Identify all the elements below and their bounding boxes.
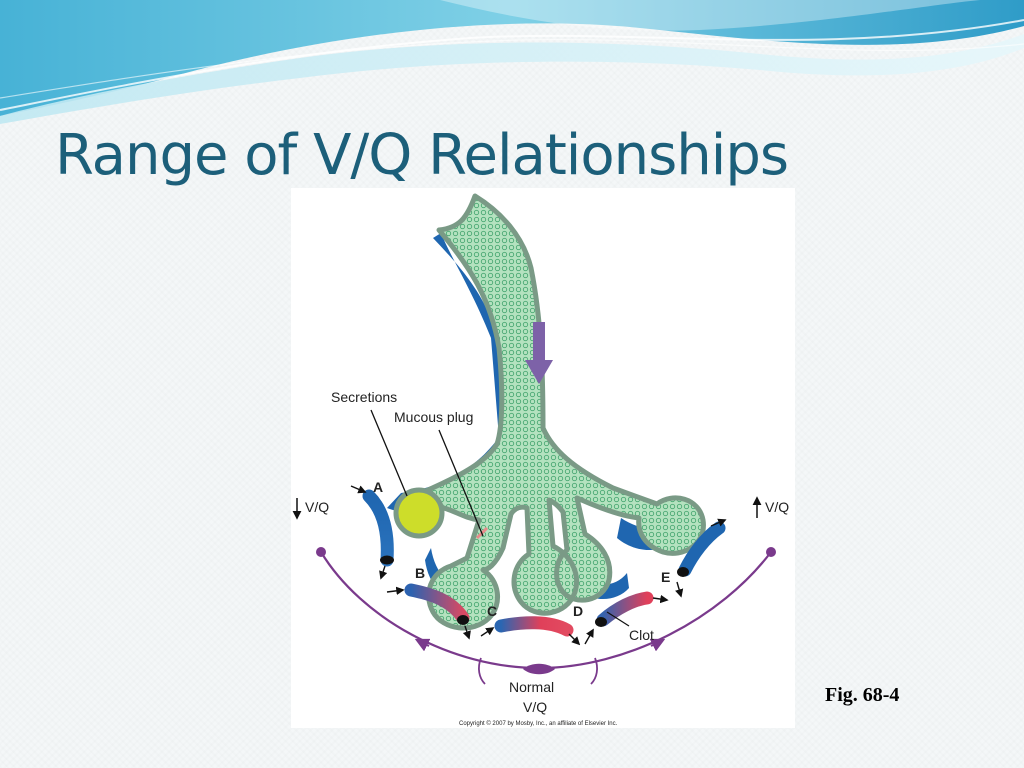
secretions-pointer <box>370 409 408 497</box>
copyright-notice: Copyright © 2007 by Mosby, Inc., an affi… <box>459 720 618 727</box>
vessel-b <box>404 583 470 625</box>
vessel-e <box>678 521 726 577</box>
wave-header-decoration <box>0 0 1024 124</box>
label-clot: Clot <box>629 627 654 643</box>
vq-spectrum-arc <box>316 547 776 685</box>
vq-diagram: Secretions Mucous plug A B C D E Clot V/… <box>292 193 789 727</box>
vessel-a-end <box>380 555 394 565</box>
label-vq-left: V/Q <box>305 499 329 515</box>
label-point-e: E <box>661 569 670 585</box>
label-mucous-plug: Mucous plug <box>394 409 473 425</box>
label-secretions: Secretions <box>331 389 397 405</box>
label-point-b: B <box>415 565 425 581</box>
label-vq-right: V/Q <box>765 499 789 515</box>
label-point-d: D <box>573 603 583 619</box>
clot-pointer <box>606 611 630 627</box>
slide-title: Range of V/Q Relationships <box>55 123 789 188</box>
vessel-d-end <box>595 617 607 627</box>
airflow-arrow <box>525 322 553 384</box>
vessel-c <box>494 616 574 637</box>
label-point-a: A <box>373 479 383 495</box>
flow-arrows <box>350 485 727 646</box>
label-point-c: C <box>487 603 497 619</box>
vessel-a <box>362 489 394 567</box>
mucous-plug-pointer <box>438 429 484 537</box>
label-normal-vq: V/Q <box>523 699 547 715</box>
vq-figure: Secretions Mucous plug A B C D E Clot V/… <box>291 188 795 728</box>
figure-caption: Fig. 68-4 <box>825 684 900 706</box>
secretions-mass <box>393 487 445 539</box>
vessel-b-end <box>457 615 469 625</box>
label-normal: Normal <box>509 679 554 695</box>
vessel-e-end <box>677 567 689 577</box>
vessel-d <box>596 591 654 627</box>
